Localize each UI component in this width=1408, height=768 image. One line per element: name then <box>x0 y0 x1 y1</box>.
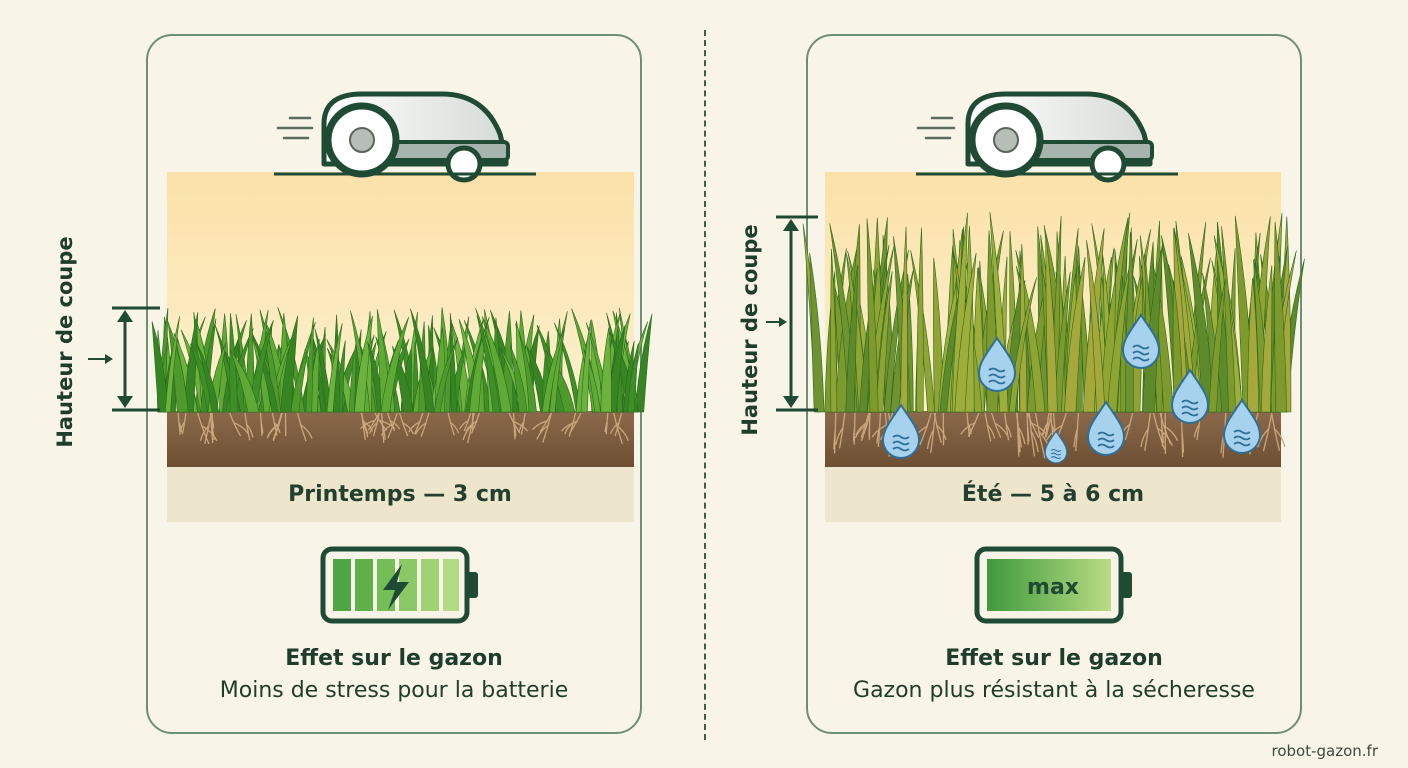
mower-icon <box>968 94 1152 180</box>
short-grass-icon <box>151 306 653 413</box>
roots-icon <box>177 412 629 445</box>
battery-max-icon: max <box>974 546 1132 624</box>
label-band <box>825 466 1281 522</box>
cut-height-label: Hauteur de coupe <box>53 236 77 448</box>
speed-lines-icon <box>916 116 956 140</box>
cut-height-arrow-icon <box>766 215 818 412</box>
effect-text: Gazon plus résistant à la sécheresse <box>853 678 1255 703</box>
effect-title: Effet sur le gazon <box>285 646 503 671</box>
footer-site-name: robot-gazon.fr <box>1271 742 1379 760</box>
mower-icon <box>324 94 508 180</box>
summer-panel <box>806 34 1302 734</box>
soil-icon <box>167 411 634 467</box>
cut-height-label: Hauteur de coupe <box>738 224 762 436</box>
effect-title: Effet sur le gazon <box>945 646 1163 671</box>
spring-season-label: Printemps — 3 cm <box>288 482 512 507</box>
cut-height-arrow-icon <box>88 306 160 412</box>
summer-season-label: Été — 5 à 6 cm <box>961 482 1145 507</box>
spring-illustration <box>88 94 653 624</box>
speed-lines-icon <box>276 116 314 140</box>
label-band <box>167 466 634 522</box>
battery-max-label: max <box>1027 575 1079 600</box>
summer-illustration: max <box>766 94 1305 624</box>
dashed-divider <box>704 30 706 740</box>
effect-text: Moins de stress pour la batterie <box>219 678 569 703</box>
battery-charging-icon <box>320 546 478 624</box>
